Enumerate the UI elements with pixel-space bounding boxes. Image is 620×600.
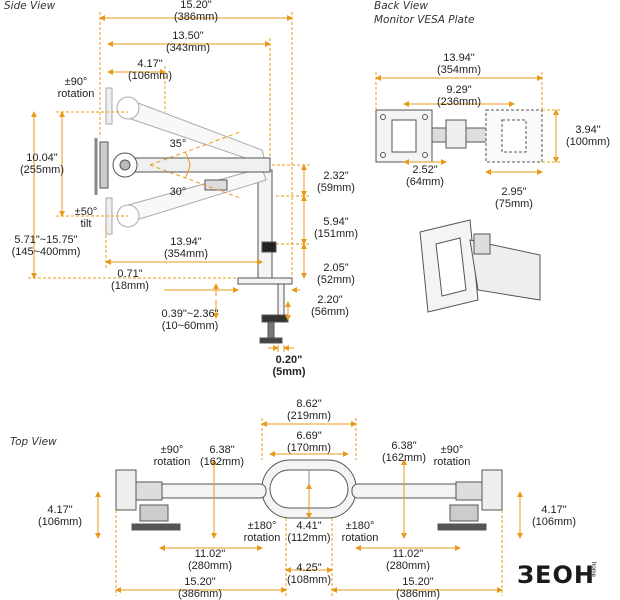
sv-tilt-label: ±50°tilt — [74, 206, 98, 230]
side-view-title: Side View — [4, 0, 56, 12]
tv-right-head-label: 4.17"(106mm) — [531, 504, 577, 528]
side-view-drawing — [94, 87, 293, 344]
sv-base-height-label: 2.05"(52mm) — [317, 262, 355, 286]
arm-main — [121, 157, 271, 173]
arm-ghost-down — [127, 167, 267, 223]
tv-center-width-label: 4.25"(108mm) — [286, 562, 332, 586]
sv-angle-up-label: 35° — [169, 138, 187, 150]
sv-angle-down-label: 30° — [169, 186, 187, 198]
brand-sub: home — [590, 562, 596, 578]
top-view-title: Top View — [10, 436, 57, 448]
sv-offset-label: 0.71"(18mm) — [111, 268, 149, 292]
tv-right-arm-label: 6.38"(162mm) — [381, 440, 427, 464]
vesa-ghost-top — [105, 87, 113, 125]
tv-right-rot-label: ±90°rotation — [433, 444, 471, 468]
bv-total-label: 13.94"(354mm) — [436, 52, 482, 76]
right-arm — [351, 483, 461, 499]
head-ghost-top — [116, 96, 140, 120]
side-view-dimensions — [28, 12, 310, 352]
sv-reach-label: 13.94"(354mm) — [163, 236, 209, 260]
tv-left-center-rot-label: ±180°rotation — [243, 520, 281, 544]
tv-left-arm-label: 6.38"(162mm) — [199, 444, 245, 468]
sv-height-range-label: 10.04"(255mm) — [19, 152, 65, 176]
clamp-screw — [267, 321, 275, 341]
brand-logo: ЗЕОН — [517, 561, 595, 589]
sv-arm-width-label: 13.50"(343mm) — [165, 30, 211, 54]
bv-mid-label: 9.29"(236mm) — [436, 84, 482, 108]
tv-center-depth-label: 4.41"(112mm) — [287, 520, 331, 544]
tv-right-reach-label: 11.02"(280mm) — [385, 548, 431, 572]
bv-plate-h-label: 3.94"(100mm) — [565, 124, 611, 148]
back-joint — [445, 119, 467, 149]
top-view-dimensions — [95, 418, 523, 596]
right-base — [437, 523, 487, 531]
right-joint — [455, 481, 483, 501]
sv-desk-range-label: 0.39"~2.36"(10~60mm) — [161, 308, 219, 332]
tv-center-inner-label: 6.69"(170mm) — [286, 430, 332, 454]
back-view-dimensions — [375, 72, 562, 175]
tilt-head-center — [119, 159, 131, 171]
pole-collar — [261, 241, 277, 253]
vesa-plate-iso — [419, 219, 541, 313]
bv-plate-w-label: 2.95"(75mm) — [495, 186, 533, 210]
left-base — [131, 523, 181, 531]
clamp-screw-plate — [261, 314, 289, 323]
tv-right-center-rot-label: ±180°rotation — [341, 520, 379, 544]
left-head — [115, 469, 137, 511]
vesa-hole — [422, 152, 428, 158]
vesa-hole — [380, 114, 386, 120]
sv-head-width-label: 4.17"(106mm) — [127, 58, 173, 82]
bv-offset-label: 2.52"(64mm) — [406, 164, 444, 188]
vesa-plate-title: Monitor VESA Plate — [374, 14, 475, 26]
vesa-iso-arm — [469, 239, 541, 301]
sv-pole-height-label: 5.94"(151mm) — [313, 216, 359, 240]
arm-ghost-up — [127, 99, 267, 166]
left-arm — [157, 483, 267, 499]
sv-rotation-label: ±90°rotation — [57, 76, 95, 100]
vesa-hole — [380, 152, 386, 158]
clamp-knob — [259, 337, 283, 344]
tv-left-total-label: 15.20"(386mm) — [177, 576, 223, 600]
tv-left-rot-label: ±90°rotation — [153, 444, 191, 468]
vesa-hole — [422, 114, 428, 120]
right-head — [481, 469, 503, 511]
sv-clamp-lip-label: 0.20"(5mm) — [272, 354, 306, 378]
tv-left-head-label: 4.17"(106mm) — [37, 504, 83, 528]
pole — [257, 169, 273, 281]
right-tilt — [449, 504, 479, 522]
arm-spring — [204, 179, 228, 191]
back-view-title: Back View — [374, 0, 428, 12]
left-joint — [135, 481, 163, 501]
sv-overall-width-label: 15.20"(386mm) — [173, 0, 219, 23]
vesa-plate-side — [99, 141, 109, 189]
sv-upper-height-label: 2.32"(59mm) — [317, 170, 355, 194]
sv-total-height-label: 5.71"~15.75"(145~400mm) — [11, 234, 81, 258]
vesa-plate-right-slot — [501, 119, 527, 153]
sv-clamp-depth-label: 2.20"(56mm) — [311, 294, 349, 318]
clamp-top — [237, 277, 293, 285]
tv-center-total-label: 8.62"(219mm) — [286, 398, 332, 422]
back-view-drawing — [375, 109, 543, 163]
tv-left-reach-label: 11.02"(280mm) — [187, 548, 233, 572]
vesa-plate-left-slot — [391, 119, 417, 153]
left-tilt — [139, 504, 169, 522]
tv-right-total-label: 15.20"(386mm) — [395, 576, 441, 600]
vesa-iso-joint — [473, 233, 491, 255]
vesa-iso-slot — [435, 237, 467, 297]
